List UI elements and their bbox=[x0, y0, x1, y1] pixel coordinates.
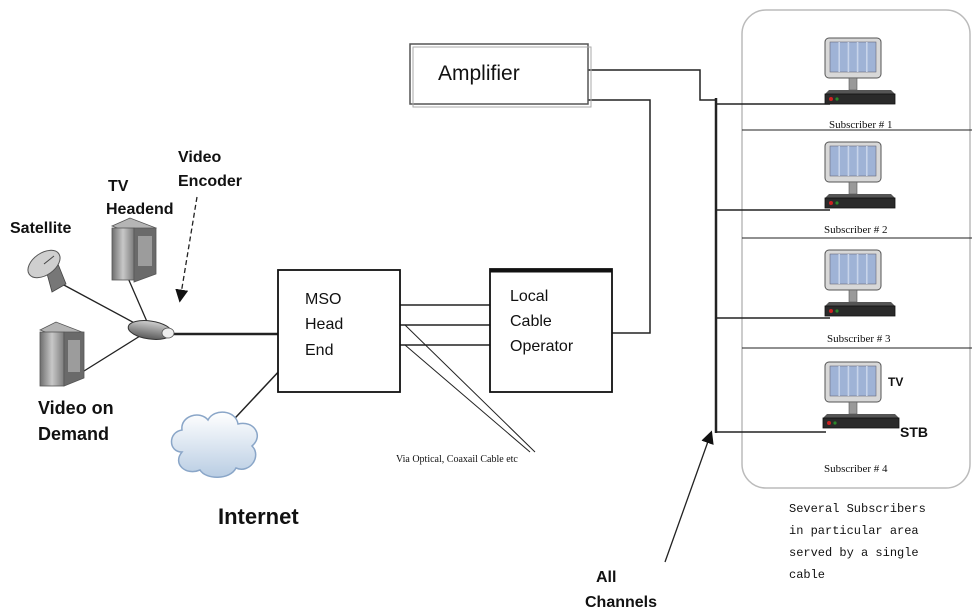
via-callout-line bbox=[404, 324, 536, 453]
video-on-demand-label: Demand bbox=[38, 424, 109, 444]
server-icon bbox=[110, 217, 158, 283]
stb-label: STB bbox=[900, 424, 928, 440]
subscriber-4-label: Subscriber # 4 bbox=[824, 463, 888, 475]
satellite-label: Satellite bbox=[10, 220, 71, 237]
vod-link bbox=[75, 335, 141, 377]
satellite-link bbox=[61, 283, 141, 327]
mso-label: MSO bbox=[305, 291, 341, 308]
lco-label: Operator bbox=[510, 338, 574, 355]
amplifier-to-bus-line bbox=[588, 69, 716, 101]
tv-icon bbox=[824, 249, 882, 303]
lco-to-amplifier-line bbox=[588, 99, 651, 334]
set-top-box-icon bbox=[822, 414, 900, 429]
all-channels-label: All bbox=[596, 569, 616, 586]
video-on-demand-label: Video on bbox=[38, 398, 114, 418]
tv-icon bbox=[824, 141, 882, 195]
headend-link bbox=[127, 277, 149, 325]
local-cable-operator-box bbox=[489, 268, 613, 393]
mso-label: Head bbox=[305, 316, 343, 333]
encoder-arrow bbox=[175, 196, 198, 303]
satellite-dish-icon bbox=[27, 249, 67, 293]
lco-label: Local bbox=[510, 288, 548, 305]
mso-head-end-box bbox=[277, 269, 401, 393]
tv-headend-label: Headend bbox=[106, 201, 174, 218]
amplifier-label: Amplifier bbox=[438, 62, 520, 85]
several-subscribers-note: served by a single bbox=[789, 546, 919, 560]
amplifier-box bbox=[409, 43, 592, 108]
all-channels-label: Channels bbox=[585, 594, 657, 611]
set-top-box-icon bbox=[824, 90, 896, 105]
tv-icon bbox=[824, 361, 882, 415]
mso-label: End bbox=[305, 342, 333, 359]
set-top-box-icon bbox=[824, 302, 896, 317]
subscriber-1-label: Subscriber # 1 bbox=[829, 119, 893, 131]
several-subscribers-note: Several Subscribers bbox=[789, 502, 926, 516]
tv-label: TV bbox=[888, 375, 903, 389]
cloud-icon bbox=[170, 411, 258, 478]
internet-label: Internet bbox=[218, 504, 299, 529]
server-icon bbox=[39, 321, 85, 387]
tv-icon bbox=[824, 37, 882, 91]
encoder-icon bbox=[127, 320, 175, 340]
tv-headend-label: TV bbox=[108, 178, 129, 195]
subscriber-3-label: Subscriber # 3 bbox=[827, 333, 891, 345]
lco-label: Cable bbox=[510, 313, 552, 330]
video-encoder-label: Encoder bbox=[178, 173, 242, 190]
all-channels-arrow bbox=[664, 430, 714, 563]
several-subscribers-note: in particular area bbox=[789, 524, 919, 538]
video-encoder-label: Video bbox=[178, 149, 222, 166]
several-subscribers-note: cable bbox=[789, 568, 825, 582]
subscriber-2-label: Subscriber # 2 bbox=[824, 224, 888, 236]
set-top-box-icon bbox=[824, 194, 896, 209]
via-label: Via Optical, Coaxail Cable etc bbox=[396, 454, 518, 465]
via-callout-line bbox=[404, 344, 531, 453]
